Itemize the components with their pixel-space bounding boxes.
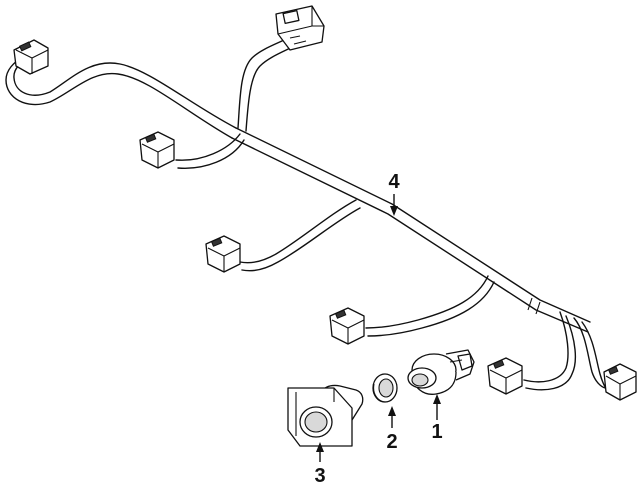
callout-4-label: 4: [388, 171, 400, 193]
callout-3: 3: [314, 442, 326, 486]
callout-1-label: 1: [431, 421, 442, 443]
sensor-bracket: [287, 384, 364, 447]
connector-far-right: [603, 363, 637, 401]
parking-sensor: [407, 349, 475, 395]
connector-middle-left: [205, 235, 241, 273]
connector-middle: [329, 307, 365, 345]
harness-main-connector: [275, 5, 325, 51]
connector-far-left: [13, 39, 49, 75]
sensor-retaining-ring: [372, 373, 398, 403]
callout-3-label: 3: [314, 465, 325, 486]
callout-2: 2: [386, 406, 398, 453]
connector-lower-right: [487, 357, 523, 395]
wiring-harness: [5, 35, 615, 395]
callout-4: 4: [388, 171, 400, 216]
callout-2-label: 2: [386, 431, 397, 453]
connector-upper-left: [139, 131, 175, 169]
callout-1: 1: [431, 394, 443, 443]
